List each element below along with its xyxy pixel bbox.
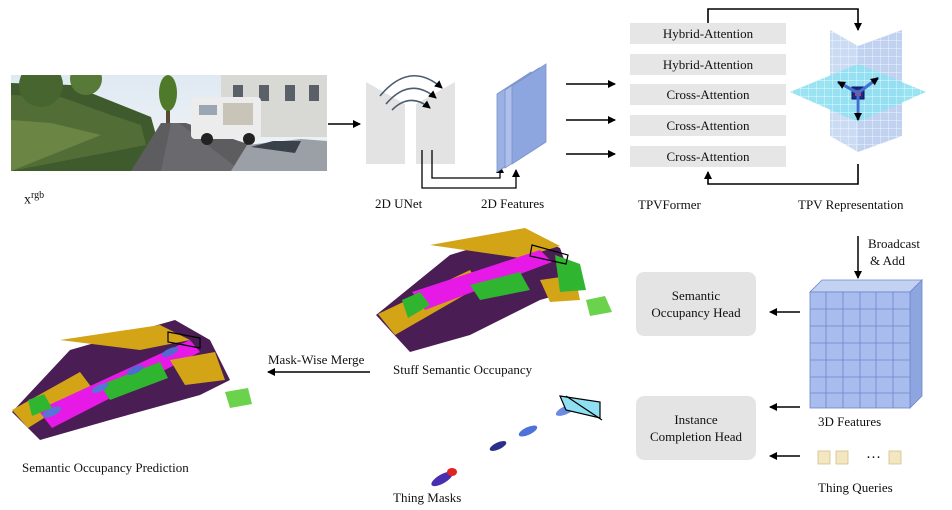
thing-queries-ellipsis: … bbox=[866, 446, 881, 462]
stuff-occupancy-icon bbox=[376, 228, 612, 352]
unet-label: 2D UNet bbox=[375, 196, 423, 211]
features-3d-label: 3D Features bbox=[818, 414, 882, 429]
tpv-representation-label: TPV Representation bbox=[798, 197, 904, 212]
instance-head-line2: Completion Head bbox=[649, 429, 743, 444]
semantic-head-line1: Semantic bbox=[671, 288, 721, 303]
tpvformer-label: TPVFormer bbox=[638, 197, 701, 212]
features-2d-icon bbox=[496, 63, 547, 173]
tpvformer-layer-3: Cross-Attention bbox=[630, 84, 786, 105]
broadcast-label-line1: Broadcast bbox=[868, 236, 920, 251]
tpvformer-layer-4: Cross-Attention bbox=[630, 115, 786, 136]
tpvformer-layer-2: Hybrid-Attention bbox=[630, 54, 786, 75]
mask-wise-merge-label: Mask-Wise Merge bbox=[268, 352, 365, 367]
stuff-occupancy-label: Stuff Semantic Occupancy bbox=[393, 362, 533, 377]
features-2d-label: 2D Features bbox=[481, 196, 545, 211]
prediction-icon bbox=[12, 320, 252, 440]
thing-queries-label: Thing Queries bbox=[818, 480, 893, 495]
semantic-occupancy-head: Semantic Occupancy Head bbox=[636, 272, 756, 336]
thing-masks-icon bbox=[431, 395, 603, 487]
arrow-unet-to-features-1 bbox=[421, 150, 520, 189]
semantic-head-line2: Occupancy Head bbox=[651, 305, 741, 320]
broadcast-label-line2: & Add bbox=[870, 253, 906, 268]
unet-icon bbox=[366, 74, 455, 164]
instance-head-line1: Instance bbox=[674, 412, 718, 427]
input-rgb-image bbox=[11, 75, 327, 171]
prediction-label: Semantic Occupancy Prediction bbox=[22, 460, 189, 475]
features-3d-icon bbox=[809, 279, 923, 409]
tpvformer-layer-5: Cross-Attention bbox=[630, 146, 786, 167]
input-label-superscript: rgb bbox=[31, 190, 45, 201]
input-label-main: x bbox=[24, 192, 31, 208]
thing-queries-icon bbox=[817, 450, 902, 465]
instance-completion-head: Instance Completion Head bbox=[636, 396, 756, 460]
arrow-tpv-to-former bbox=[704, 164, 859, 185]
tpv-representation-icon bbox=[790, 30, 926, 152]
tpvformer-layer-1: Hybrid-Attention bbox=[630, 23, 786, 44]
arrow-former-to-tpv bbox=[707, 8, 862, 31]
input-label: xrgb bbox=[24, 190, 44, 209]
thing-masks-label: Thing Masks bbox=[393, 490, 462, 505]
arrow-unet-to-features-2 bbox=[431, 150, 504, 179]
